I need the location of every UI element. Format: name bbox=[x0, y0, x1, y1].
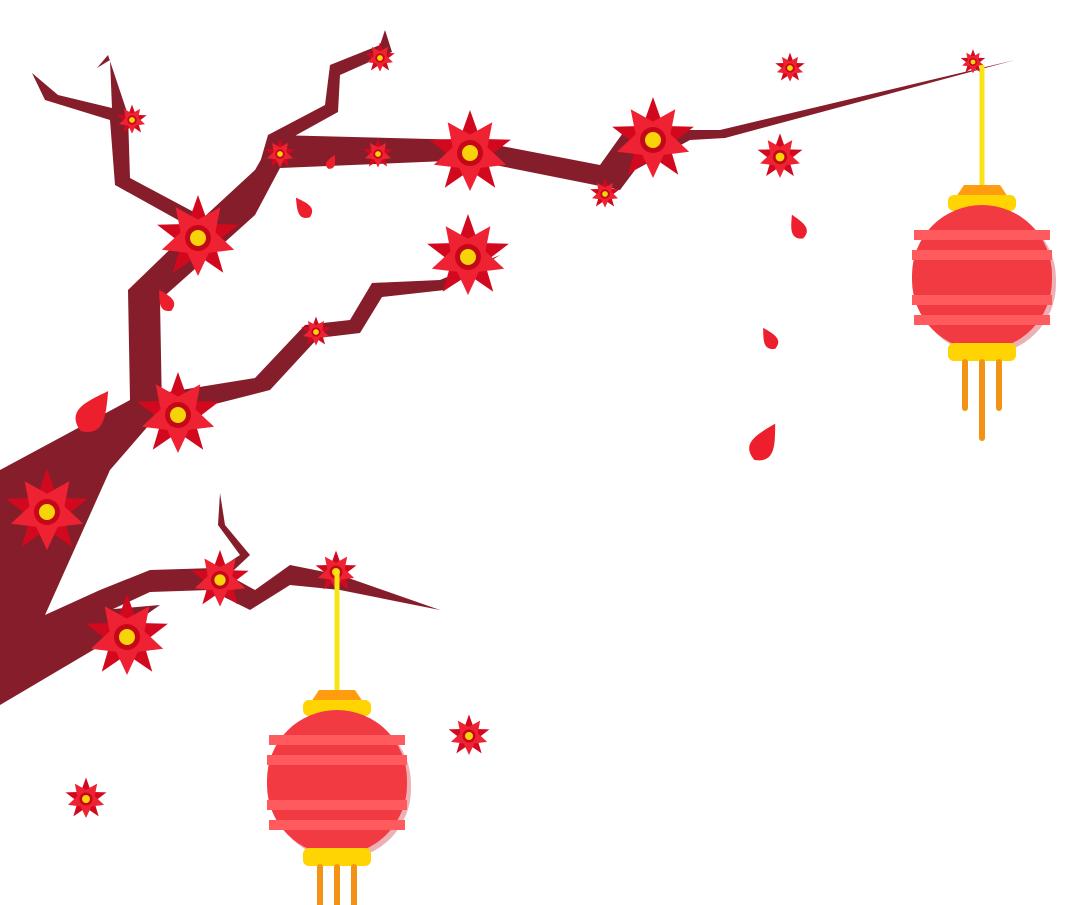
blossom bbox=[755, 133, 805, 180]
petal bbox=[290, 193, 316, 222]
blossom bbox=[446, 714, 492, 757]
petal bbox=[785, 211, 810, 242]
petal bbox=[757, 324, 782, 353]
blossoms bbox=[2, 42, 987, 820]
tree-branch bbox=[0, 30, 1015, 705]
blossom bbox=[774, 52, 806, 83]
blossom bbox=[63, 777, 109, 820]
lantern-right bbox=[912, 65, 1056, 441]
lantern-bottom bbox=[267, 570, 411, 905]
petal bbox=[744, 417, 786, 466]
lanterns bbox=[267, 65, 1056, 905]
